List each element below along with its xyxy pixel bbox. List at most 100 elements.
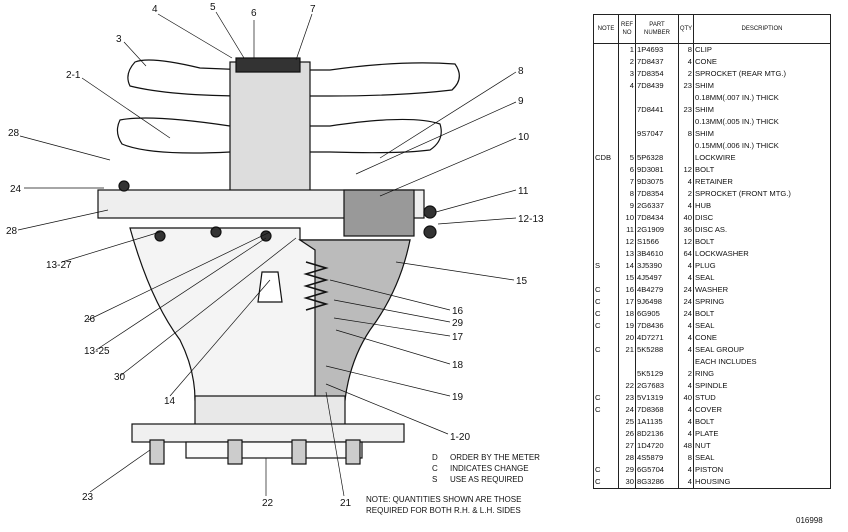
cell-ref: 5 — [618, 152, 636, 164]
cell-part: 9D3081 — [635, 164, 679, 176]
cell-part: 5P6328 — [635, 152, 679, 164]
cell-note — [593, 356, 619, 368]
cell-desc: PLATE — [693, 428, 831, 440]
cell-ref: 14 — [618, 260, 636, 272]
cell-ref: 29 — [618, 464, 636, 476]
cell-qty: 2 — [678, 68, 694, 80]
cell-qty: 4 — [678, 344, 694, 356]
cell-qty: 4 — [678, 404, 694, 416]
cell-desc: 0.18MM(.007 IN.) THICK — [693, 92, 831, 104]
cell-ref: 16 — [618, 284, 636, 296]
cell-ref: 2 — [618, 56, 636, 68]
housing-right-section — [298, 239, 411, 401]
cell-ref — [618, 128, 636, 140]
cell-desc: SPINDLE — [693, 380, 831, 392]
cell-ref: 25 — [618, 416, 636, 428]
plug — [257, 271, 283, 303]
parts-list-table: NOTE REF NO PART NUMBER QTY DESCRIPTION … — [593, 14, 831, 489]
cell-desc: SPROCKET (REAR MTG.) — [693, 68, 831, 80]
cell-note — [593, 212, 619, 224]
cell-part: 4J5497 — [635, 272, 679, 284]
cell-qty: 12 — [678, 236, 694, 248]
cell-ref: 20 — [618, 332, 636, 344]
drawing-number: 016998 — [796, 516, 823, 525]
cell-note — [593, 440, 619, 452]
cell-note — [593, 368, 619, 380]
assembly-drawing: 4 5 6 7 3 2-1 8 9 10 28 24 11 12-13 28 1… — [6, 2, 544, 509]
disc-pack — [343, 189, 415, 237]
cell-desc: HUB — [693, 200, 831, 212]
cell-ref: 15 — [618, 272, 636, 284]
cell-part: 7D8354 — [635, 68, 679, 80]
cell-ref: 18 — [618, 308, 636, 320]
cell-note — [593, 140, 619, 152]
cell-part: 2G6337 — [635, 200, 679, 212]
cell-ref: 27 — [618, 440, 636, 452]
cell-note — [593, 428, 619, 440]
cell-desc: SEAL — [693, 452, 831, 464]
cell-note — [593, 80, 619, 92]
cell-part: 7D8437 — [635, 56, 679, 68]
cell-part: 2G1909 — [635, 224, 679, 236]
callout-4: 4 — [152, 4, 158, 15]
cell-qty: 4 — [678, 260, 694, 272]
cell-note — [593, 116, 619, 128]
wheel-flange — [131, 423, 405, 443]
cell-part: 5V1319 — [635, 392, 679, 404]
cell-ref — [618, 356, 636, 368]
col-qty: QTY — [678, 14, 694, 44]
cell-note: C — [593, 296, 619, 308]
table-row: 0.13MM(.005 IN.) THICK — [593, 116, 831, 128]
cell-desc: CLIP — [693, 43, 831, 56]
col-ref: REF NO — [618, 14, 636, 44]
cell-qty: 48 — [678, 440, 694, 452]
cell-note: C — [593, 404, 619, 416]
cell-note — [593, 43, 619, 56]
cell-qty: 4 — [678, 428, 694, 440]
cell-qty: 2 — [678, 188, 694, 200]
quantity-note: NOTE: QUANTITIES SHOWN ARE THOSE REQUIRE… — [366, 495, 522, 515]
callout-1-20: 1-20 — [450, 432, 470, 443]
cell-desc: PISTON — [693, 464, 831, 476]
cell-ref: 26 — [618, 428, 636, 440]
cell-note — [593, 380, 619, 392]
cell-part: 7D8434 — [635, 212, 679, 224]
cell-note: C — [593, 320, 619, 332]
cell-note — [593, 56, 619, 68]
cell-part: 1D4720 — [635, 440, 679, 452]
cell-qty: 24 — [678, 296, 694, 308]
cell-part: 1A1135 — [635, 416, 679, 428]
cell-desc: CONE — [693, 332, 831, 344]
cell-note — [593, 92, 619, 104]
spindle-face — [185, 441, 363, 459]
callout-10: 10 — [518, 132, 530, 143]
cell-note: S — [593, 260, 619, 272]
cell-qty: 8 — [678, 43, 694, 56]
cell-desc: SEAL — [693, 320, 831, 332]
cell-qty — [678, 92, 694, 104]
cell-note — [593, 416, 619, 428]
cell-desc: CONE — [693, 56, 831, 68]
callout-24: 24 — [10, 184, 22, 195]
cell-ref — [618, 116, 636, 128]
cell-qty: 4 — [678, 56, 694, 68]
cell-ref — [618, 92, 636, 104]
callout-6: 6 — [251, 8, 257, 19]
cell-part: 9S7047 — [635, 128, 679, 140]
retainer-cap — [235, 57, 301, 73]
cell-qty: 4 — [678, 200, 694, 212]
callout-29: 29 — [452, 318, 464, 329]
